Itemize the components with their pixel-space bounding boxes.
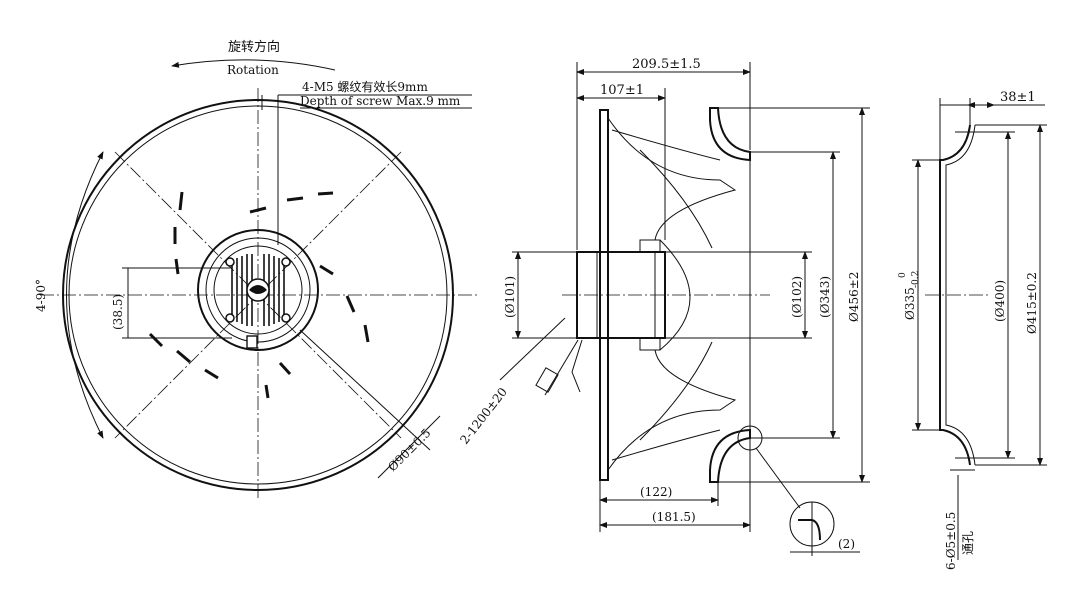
dim-cable-label: 2-1200±20: [457, 385, 510, 447]
hub-ring-2: [205, 237, 311, 343]
side-blade-1: [607, 117, 737, 241]
dim-38-5-label: (38.5): [111, 294, 125, 330]
side-blade-2: [611, 129, 721, 161]
dim-2-label: (2): [838, 537, 855, 551]
hub-screw-hole-2: [281, 257, 291, 267]
dim-phi90-base: [377, 415, 441, 479]
side-shroud-top: [709, 107, 751, 162]
screw-label-cn: 4-M5 螺纹有效长9mm: [302, 79, 428, 94]
dim-400-label: (Ø400): [993, 280, 1007, 322]
side-motor-body: [576, 251, 666, 339]
side-blade-4: [607, 349, 737, 471]
dim-335-tol-lower: -0.2: [911, 271, 921, 288]
dim-181-label: (181.5): [652, 510, 696, 524]
side-motor-cap: [639, 239, 661, 253]
dim-415-label: Ø415±0.2: [1025, 272, 1039, 334]
dim-107-label: 107±1: [600, 83, 644, 98]
rotation-arrow: [171, 59, 336, 71]
dim-122-label: (122): [640, 485, 672, 499]
side-blade-6: [639, 341, 713, 441]
dim-102-label: (Ø102): [790, 276, 804, 318]
dim-cable-ext: [499, 317, 566, 381]
front-view: 旋转方向 Rotation 4-M5 螺纹有效长9mm Depth of scr…: [34, 39, 480, 500]
hole-dim-label: 6-Ø5±0.5: [944, 512, 958, 570]
side-cable-2: [571, 339, 583, 393]
ring-profile-inner: [945, 124, 976, 466]
detail-profile: [798, 519, 821, 541]
dim-335-label: Ø335: [903, 287, 917, 320]
side-blade-3: [639, 149, 713, 249]
detail-circle-small: [737, 425, 763, 451]
screw-label-en: Depth of screw Max.9 mm: [300, 94, 461, 108]
side-view: 209.5±1.5 107±1 (Ø101): [457, 57, 870, 556]
hub-screw-hole-1: [225, 257, 235, 267]
ring-profile: [939, 124, 971, 466]
dim-phi90-leader: [299, 329, 431, 451]
angle-label: 4-90°: [34, 279, 48, 312]
dim-209-label: 209.5±1.5: [632, 57, 701, 72]
side-cable: [544, 339, 579, 396]
hub-ring-3: [213, 245, 303, 335]
hub-screw-hole-3: [225, 313, 235, 323]
dim-343-label: (Ø343): [818, 276, 832, 318]
side-shroud-bottom: [709, 428, 751, 483]
side-flange: [599, 109, 609, 481]
ring-view: 38±1 Ø335 0 -0.2 (Ø400) Ø415±0.2 6-Ø5±0.…: [898, 90, 1047, 570]
side-motor-cap-2: [639, 337, 661, 351]
hub-outer: [197, 229, 319, 351]
dim-335-tol-upper: 0: [898, 272, 908, 278]
rotation-label-en: Rotation: [227, 63, 279, 77]
rotation-label-cn: 旋转方向: [228, 39, 280, 55]
detail-leader: [755, 447, 801, 509]
dim-456-label: Ø456±2: [847, 272, 861, 322]
dim-38-label: 38±1: [1000, 90, 1036, 105]
hub-screw-hole-4: [281, 313, 291, 323]
side-blade-5: [611, 429, 721, 461]
side-cable-connector: [535, 367, 559, 393]
angle-arc: [66, 151, 104, 439]
hub-cable-outlet: [246, 335, 258, 349]
dim-101-label: (Ø101): [503, 276, 517, 318]
dim-phi90-label: Ø90±0.5: [385, 426, 433, 474]
blade-marks: [148, 191, 370, 399]
hole-type-label: 通孔: [961, 531, 975, 555]
